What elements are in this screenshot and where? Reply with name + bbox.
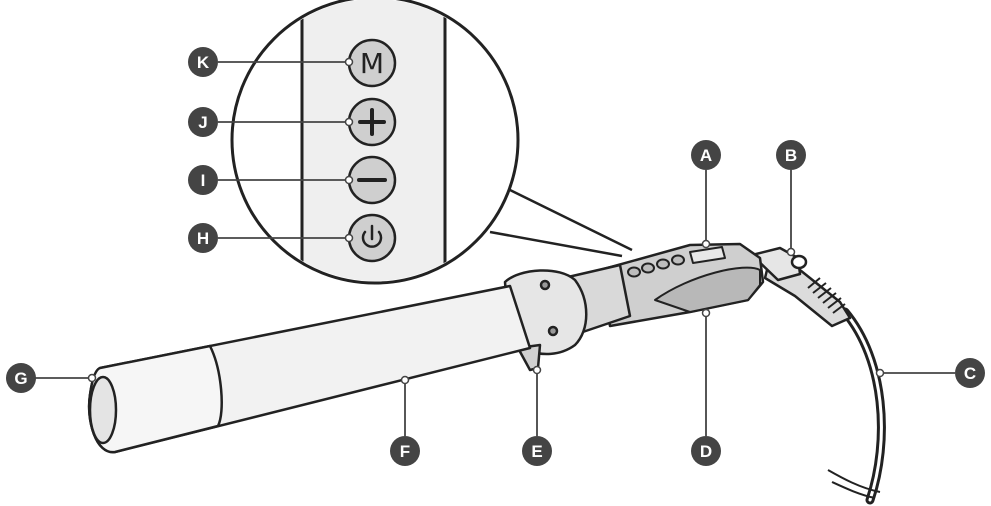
minus-button xyxy=(347,155,397,205)
display-screen xyxy=(689,246,726,264)
callout-k: K xyxy=(188,47,218,77)
svg-text:A: A xyxy=(700,146,712,165)
callout-j: J xyxy=(188,107,218,137)
callout-e: E xyxy=(522,436,552,466)
power-icon xyxy=(361,224,383,248)
svg-text:G: G xyxy=(14,369,27,388)
svg-text:I: I xyxy=(201,171,206,190)
callout-i: I xyxy=(188,165,218,195)
svg-text:E: E xyxy=(531,442,542,461)
callout-g: G xyxy=(6,363,36,393)
callout-h: H xyxy=(188,223,218,253)
svg-text:B: B xyxy=(785,146,797,165)
control-panel-inset: M xyxy=(230,0,633,285)
svg-text:C: C xyxy=(964,364,976,383)
curling-iron xyxy=(87,242,886,505)
mode-button-label: M xyxy=(360,47,384,80)
svg-text:F: F xyxy=(400,442,410,461)
svg-text:H: H xyxy=(197,229,209,248)
callouts: K J I H A B C D xyxy=(6,47,985,466)
callout-c: C xyxy=(955,358,985,388)
plus-button xyxy=(347,97,397,147)
svg-text:J: J xyxy=(198,113,207,132)
callout-f: F xyxy=(390,436,420,466)
leader-dots xyxy=(87,57,885,385)
inset-connector xyxy=(489,188,633,258)
callout-d: D xyxy=(691,436,721,466)
callout-a: A xyxy=(691,140,721,170)
svg-text:D: D xyxy=(700,442,712,461)
power-button xyxy=(347,213,397,263)
handle-buttons xyxy=(627,254,685,278)
cord-end-lines xyxy=(827,469,881,499)
handle-grip xyxy=(654,266,761,313)
plus-icon xyxy=(358,108,386,136)
mode-button: M xyxy=(347,38,397,88)
svg-text:K: K xyxy=(197,53,210,72)
tip-end xyxy=(88,375,118,445)
callout-b: B xyxy=(776,140,806,170)
leader-lines xyxy=(35,61,955,436)
strain-relief-ridges xyxy=(807,277,846,314)
